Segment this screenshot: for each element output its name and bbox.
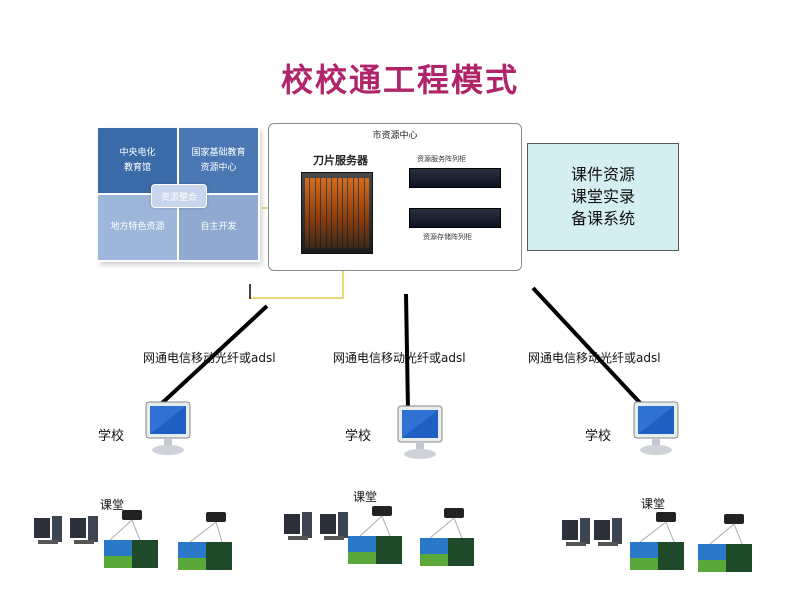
storage-rack-label: 资源存储阵列柜: [423, 233, 472, 241]
classroom-equipment: [34, 510, 232, 570]
blade-server-label: 刀片服务器: [313, 154, 368, 167]
link-label: 网通电信移动光纤或adsl: [333, 351, 466, 365]
school-label: 学校: [585, 429, 612, 444]
service-rack-icon: [409, 168, 501, 188]
courseware-line-3: 备课系统: [570, 209, 635, 228]
diagram-title: 校校通工程模式: [280, 61, 519, 99]
classroom-equipment: [562, 512, 752, 572]
link-label: 网通电信移动光纤或adsl: [143, 351, 276, 365]
resource-quad-top-right: 国家基础教育 资源中心: [179, 128, 258, 193]
classroom-label: 课堂: [353, 490, 378, 504]
center-title: 市资源中心: [372, 131, 418, 141]
school-monitor-icon: [633, 401, 679, 455]
service-rack-label: 资源服务阵列柜: [417, 155, 466, 163]
storage-rack-icon: [409, 208, 501, 228]
city-resource-center: 市资源中心 刀片服务器 资源服务阵列柜 资源存储阵列柜: [268, 123, 522, 271]
resource-quad-top-left: 中央电化 教育馆: [98, 128, 177, 193]
school-label: 学校: [98, 429, 125, 444]
link-label: 网通电信移动光纤或adsl: [528, 351, 661, 365]
blade-server-icon: [301, 172, 373, 254]
school-monitor-icon: [397, 405, 443, 459]
resource-integration-hub: 资源整合: [151, 184, 207, 208]
school-label: 学校: [345, 429, 372, 444]
classroom-equipment: [284, 506, 474, 566]
courseware-box: 课件资源 课堂实录 备课系统: [527, 143, 679, 251]
resource-quad: 中央电化 教育馆 国家基础教育 资源中心 地方特色资源 自主开发 资源整合: [98, 128, 260, 262]
courseware-line-2: 课堂实录: [570, 187, 635, 206]
school-monitor-icon: [145, 401, 191, 455]
courseware-line-1: 课件资源: [570, 165, 635, 184]
classroom-label: 课堂: [100, 498, 125, 512]
classroom-label: 课堂: [641, 497, 666, 511]
